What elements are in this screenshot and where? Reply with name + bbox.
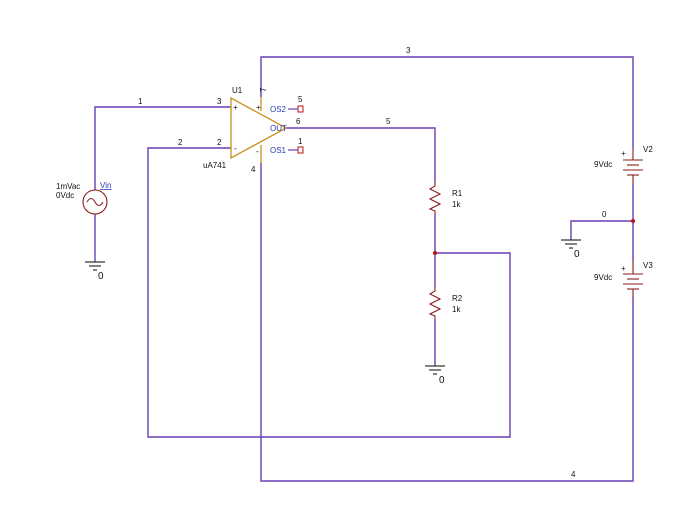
wire-net-5[interactable] (286, 127, 436, 182)
net-label-4: 4 (571, 470, 576, 479)
v2-plus-sign: + (621, 149, 626, 158)
r1-value: 1k (452, 200, 461, 209)
opamp-u1[interactable]: + - U1 uA741 3 2 7 4 + - 6 OUT OS2 OS1 5… (203, 86, 304, 174)
v2-ref: V2 (643, 145, 653, 154)
opamp-os1-label: OS1 (270, 146, 287, 155)
opamp-pin-2: 2 (217, 138, 222, 147)
vin-circle (82, 189, 108, 215)
resistor-r2[interactable]: R2 1k (428, 287, 463, 319)
resistor-r1[interactable]: R1 1k (428, 182, 463, 214)
opamp-pin-5: 5 (298, 95, 303, 104)
v2-value: 9Vdc (594, 160, 612, 169)
opamp-pin-7: 7 (259, 87, 268, 92)
opamp-pin-1: 1 (298, 137, 303, 146)
opamp-minus-sign: - (234, 144, 237, 153)
source-vin[interactable]: 1mVac 0Vdc Vin (56, 181, 111, 215)
vin-ac-value: 1mVac (56, 182, 80, 191)
opamp-os1-pin-box (297, 146, 304, 154)
opamp-model: uA741 (203, 161, 227, 170)
wire-net-3[interactable] (260, 56, 634, 148)
vin-ref: Vin (100, 181, 111, 190)
opamp-out-label: OUT (270, 124, 287, 133)
ground-label: 0 (574, 249, 580, 260)
junction-dot (433, 251, 437, 255)
opamp-os2-pin-box (297, 105, 304, 113)
opamp-pin-3: 3 (217, 97, 222, 106)
ground-label: 0 (439, 375, 445, 386)
ground-symbol-r2[interactable]: 0 (425, 365, 445, 386)
battery-v3[interactable]: + V3 9Vdc (594, 261, 653, 297)
ground-label: 0 (98, 271, 104, 282)
net-label-2: 2 (178, 138, 183, 147)
resistor-zigzag (428, 182, 442, 214)
ground-symbol-vin[interactable]: 0 (85, 261, 105, 282)
sine-icon (86, 197, 104, 207)
battery-v2[interactable]: + V2 9Vdc (594, 145, 653, 184)
net-label-0: 0 (602, 210, 607, 219)
net-label-5: 5 (386, 117, 391, 126)
net-label-3: 3 (406, 46, 411, 55)
resistor-zigzag (428, 287, 442, 319)
wire-net-0[interactable] (570, 220, 633, 240)
v3-value: 9Vdc (594, 273, 612, 282)
r2-ref: R2 (452, 294, 463, 303)
net-label-1: 1 (138, 97, 143, 106)
r1-ref: R1 (452, 189, 463, 198)
r2-value: 1k (452, 305, 461, 314)
v3-plus-sign: + (621, 264, 626, 273)
wire-net-2[interactable] (147, 147, 511, 438)
opamp-triangle (230, 96, 288, 160)
wire-net-1[interactable] (94, 106, 231, 190)
opamp-v-plus-sign: + (256, 103, 261, 112)
opamp-os2-label: OS2 (270, 105, 287, 114)
opamp-pin-6: 6 (296, 117, 301, 126)
opamp-plus-sign: + (233, 103, 238, 112)
opamp-v-minus-sign: - (256, 147, 259, 156)
v3-ref: V3 (643, 261, 653, 270)
ground-symbol-supply[interactable]: 0 (561, 239, 581, 260)
vin-dc-value: 0Vdc (56, 191, 74, 200)
opamp-ref: U1 (232, 86, 243, 95)
wire-net-4[interactable] (260, 163, 634, 482)
opamp-pin-4: 4 (251, 165, 256, 174)
junction-dot (631, 219, 635, 223)
